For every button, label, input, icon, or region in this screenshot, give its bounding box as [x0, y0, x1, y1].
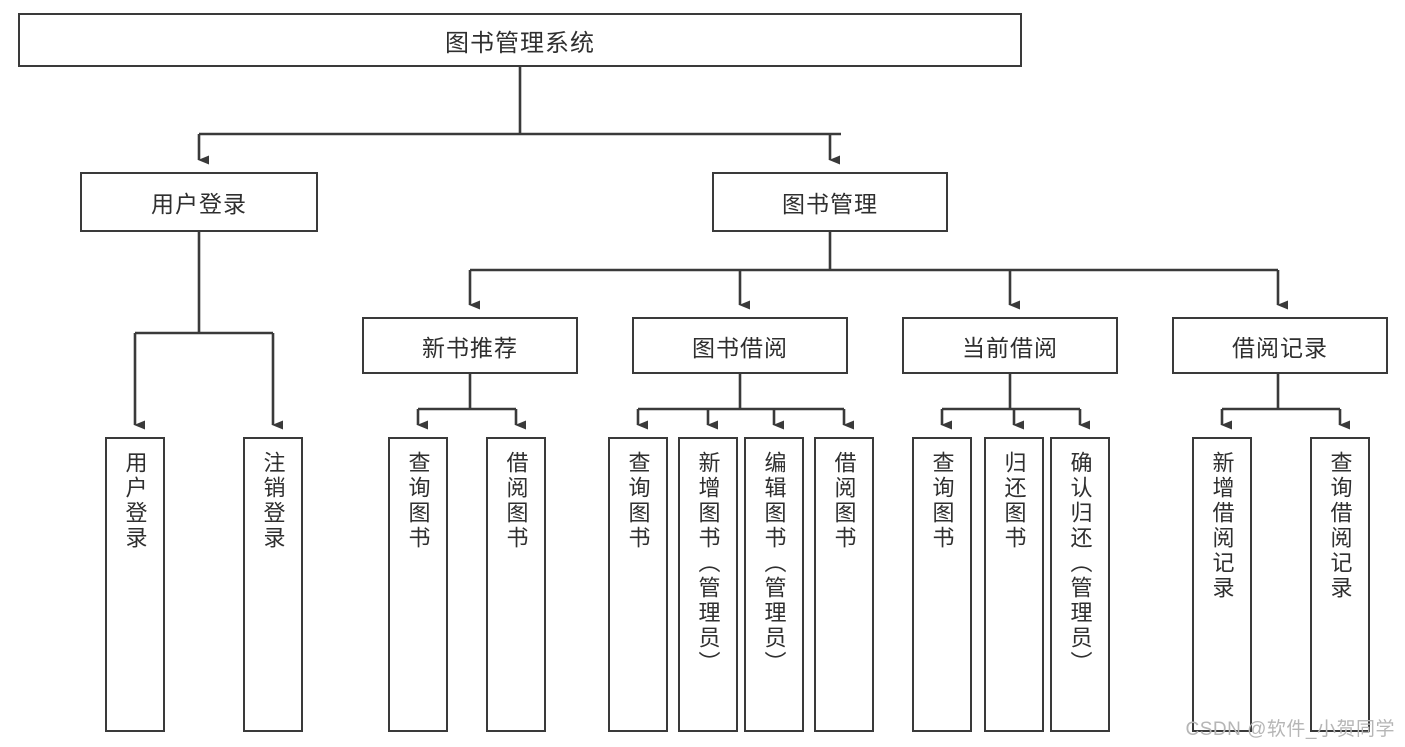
watermark-text: CSDN @软件_小贺同学	[1185, 719, 1395, 740]
node-leaf-user-login-label: 用户登录	[122, 451, 148, 551]
node-book-borrow[interactable]: 图书借阅	[632, 317, 848, 374]
node-book-management[interactable]: 图书管理	[712, 172, 948, 232]
node-leaf-add-record-label: 新增借阅记录	[1209, 451, 1235, 601]
node-borrow-records[interactable]: 借阅记录	[1172, 317, 1388, 374]
node-leaf-return-book-label: 归还图书	[1001, 451, 1027, 551]
node-borrow-records-label: 借阅记录	[1232, 334, 1328, 361]
node-current-borrow-label: 当前借阅	[962, 334, 1058, 361]
node-leaf-confirm-return-label: 确认归还（管理员）	[1067, 451, 1093, 676]
node-leaf-confirm-return[interactable]: 确认归还（管理员）	[1050, 437, 1110, 732]
node-leaf-query-book-3[interactable]: 查询图书	[912, 437, 972, 732]
node-leaf-borrow-book-2-label: 借阅图书	[831, 451, 857, 551]
node-book-borrow-label: 图书借阅	[692, 334, 788, 361]
node-book-management-label: 图书管理	[782, 191, 878, 217]
node-leaf-query-book-3-label: 查询图书	[929, 451, 955, 551]
node-new-book-recommend[interactable]: 新书推荐	[362, 317, 578, 374]
node-leaf-add-book-label: 新增图书（管理员）	[695, 451, 721, 676]
node-leaf-edit-book[interactable]: 编辑图书（管理员）	[744, 437, 804, 732]
node-leaf-query-book-2-label: 查询图书	[625, 451, 651, 551]
node-leaf-add-book[interactable]: 新增图书（管理员）	[678, 437, 738, 732]
node-leaf-query-book-2[interactable]: 查询图书	[608, 437, 668, 732]
node-leaf-return-book[interactable]: 归还图书	[984, 437, 1044, 732]
node-root[interactable]: 图书管理系统	[18, 13, 1022, 67]
node-leaf-borrow-book-1-label: 借阅图书	[503, 451, 529, 551]
node-leaf-query-record-label: 查询借阅记录	[1327, 451, 1353, 601]
node-leaf-query-book-1[interactable]: 查询图书	[388, 437, 448, 732]
node-user-login-label: 用户登录	[151, 191, 247, 217]
node-leaf-logout[interactable]: 注销登录	[243, 437, 303, 732]
node-leaf-user-login[interactable]: 用户登录	[105, 437, 165, 732]
node-root-label: 图书管理系统	[445, 29, 595, 57]
node-leaf-borrow-book-2[interactable]: 借阅图书	[814, 437, 874, 732]
node-current-borrow[interactable]: 当前借阅	[902, 317, 1118, 374]
node-user-login[interactable]: 用户登录	[80, 172, 318, 232]
node-leaf-query-record[interactable]: 查询借阅记录	[1310, 437, 1370, 732]
node-leaf-borrow-book-1[interactable]: 借阅图书	[486, 437, 546, 732]
node-leaf-add-record[interactable]: 新增借阅记录	[1192, 437, 1252, 732]
node-leaf-edit-book-label: 编辑图书（管理员）	[761, 451, 787, 676]
node-leaf-logout-label: 注销登录	[260, 451, 286, 551]
node-leaf-query-book-1-label: 查询图书	[405, 451, 431, 551]
node-new-book-recommend-label: 新书推荐	[422, 334, 518, 361]
